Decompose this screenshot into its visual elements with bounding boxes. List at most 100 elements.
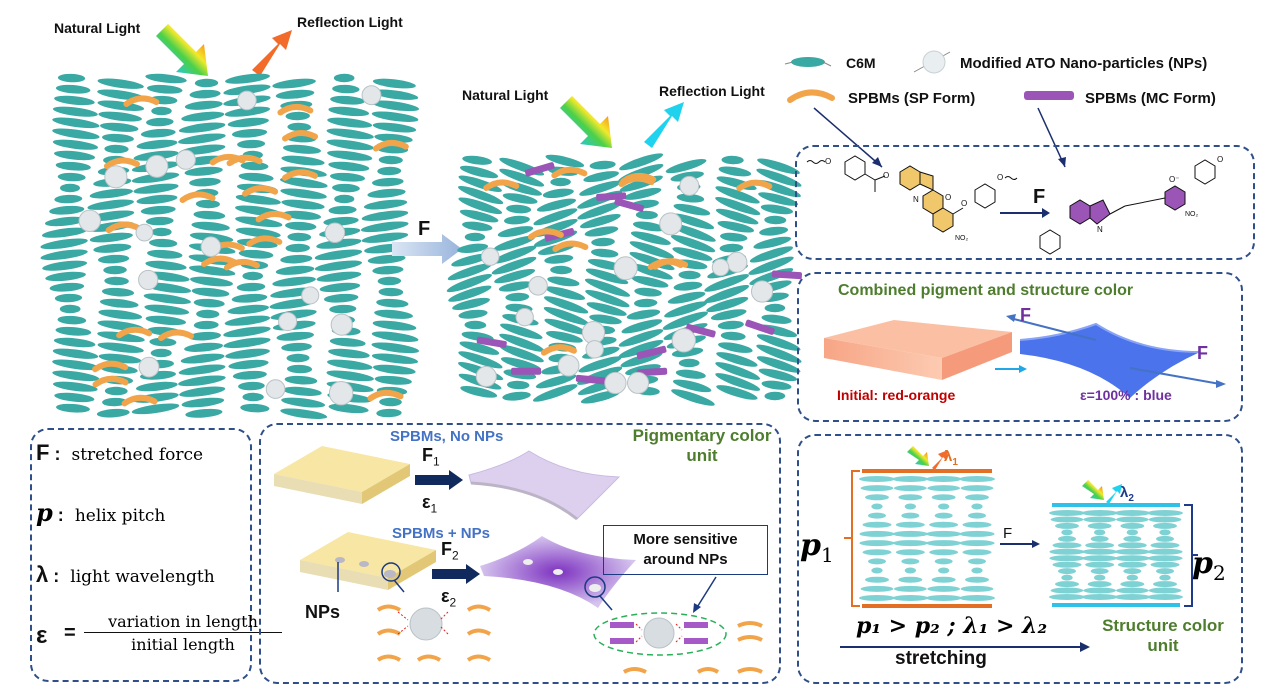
liquid-crystal-mesogen (871, 503, 883, 510)
c6m-mesogen (98, 309, 143, 320)
f2-label: F2 (441, 539, 459, 563)
callout-line1: More sensitive (633, 531, 738, 548)
c6m-mesogen (238, 172, 274, 182)
liquid-crystal-mesogen (1150, 542, 1180, 549)
liquid-crystal-mesogen (859, 476, 895, 482)
liquid-crystal-mesogen (868, 512, 886, 519)
c6m-mesogen (544, 296, 589, 314)
liquid-crystal-mesogen (1123, 568, 1142, 575)
callout-box: More sensitive around NPs (603, 525, 768, 575)
c6m-mesogen (54, 150, 96, 161)
liquid-crystal-mesogen (1081, 510, 1118, 516)
c6m-mesogen (719, 243, 744, 253)
c6m-mesogen (545, 154, 585, 168)
c6m-mesogen (459, 165, 499, 179)
liquid-crystal-mesogen (1058, 568, 1076, 575)
c6m-mesogen (328, 348, 370, 359)
natural-light-arrow-icon (907, 446, 929, 466)
c6m-mesogen (748, 256, 794, 275)
liquid-crystal-mesogen (937, 567, 950, 574)
c6m-mesogen (191, 287, 230, 297)
e2-label: ε2 (441, 586, 456, 610)
liquid-crystal-mesogen (901, 512, 920, 519)
liquid-crystal-mesogen (1050, 587, 1084, 594)
cholesteric-layers (844, 446, 1198, 608)
p1-label: p1 (800, 528, 834, 567)
c6m-mesogen (329, 304, 357, 314)
c6m-mesogen (578, 356, 622, 373)
c6m-mesogen (327, 117, 373, 128)
liquid-crystal-mesogen (1083, 587, 1117, 594)
c6m-mesogen (224, 106, 271, 117)
c6m-mesogen (178, 375, 226, 387)
c6m-mesogen (756, 356, 801, 373)
liquid-crystal-mesogen (937, 503, 950, 510)
c6m-mesogen (188, 331, 221, 341)
sub: 2 (452, 548, 459, 563)
c6m-mesogen (675, 369, 706, 379)
nanoparticle (361, 85, 382, 106)
c6m-mesogen (715, 186, 760, 204)
thick-arrow-icon-1 (415, 470, 463, 490)
liquid-crystal-mesogen (1090, 568, 1109, 575)
c6m-mesogen (721, 155, 744, 165)
definitions-panel (30, 428, 252, 682)
c6m-mesogen (146, 117, 174, 127)
c6m-mesogen (361, 210, 409, 221)
spbm-mc-rod (476, 336, 507, 348)
liquid-crystal-mesogen (893, 485, 927, 492)
liquid-crystal-mesogen (926, 540, 962, 547)
c6m-mesogen (533, 208, 578, 226)
liquid-crystal-mesogen (895, 549, 925, 556)
liquid-crystal-mesogen (1126, 574, 1139, 581)
c6m-mesogen (281, 155, 325, 166)
c6m-mesogen (507, 380, 530, 390)
svg-text:O: O (961, 199, 967, 208)
combined-panel-title: Combined pigment and structure color (838, 282, 1134, 299)
c6m-mesogen (585, 289, 630, 308)
c6m-mesogen (93, 243, 132, 253)
force-label-left: F (1020, 305, 1031, 325)
c6m-mesogen (285, 243, 310, 253)
c6m-mesogen (499, 344, 544, 363)
c6m-mesogen (103, 265, 127, 275)
c6m-mesogen (286, 364, 313, 374)
nanoparticle (104, 165, 128, 189)
c6m-mesogen (276, 331, 314, 341)
c6m-mesogen (232, 370, 267, 380)
c6m-mesogen (319, 282, 361, 293)
c6m-mesogen (227, 304, 269, 315)
c6m-mesogen (491, 245, 537, 264)
c6m-mesogen (716, 385, 758, 400)
c6m-mesogen (181, 111, 225, 122)
liquid-crystal-mesogen (1148, 516, 1182, 523)
sub: 2 (1128, 493, 1134, 504)
c6m-mesogen (275, 265, 315, 275)
c6m-mesogen (102, 397, 128, 407)
c6m-mesogen (140, 205, 176, 215)
liquid-crystal-mesogen (1049, 594, 1085, 600)
c6m-mesogen (367, 188, 406, 198)
c6m-mesogen (665, 159, 707, 174)
c6m-mesogen (544, 318, 588, 335)
pigment-unit-title: Pigmentary color unit (632, 426, 772, 466)
c6m-mesogen (756, 344, 802, 363)
c6m-mesogen (280, 177, 328, 189)
chemistry-panel (795, 145, 1255, 260)
c6m-mesogen (223, 84, 271, 96)
natural-light-label-left: Natural Light (54, 20, 141, 36)
f: F (422, 445, 433, 465)
c6m-mesogen (371, 342, 420, 354)
liquid-crystal-mesogen (862, 549, 892, 556)
liquid-crystal-mesogen (892, 530, 928, 537)
c6m-mesogen (281, 397, 326, 408)
liquid-crystal-mesogen (895, 521, 925, 528)
e1-label: ε1 (422, 492, 437, 516)
chemistry-arrow-label: F (1033, 186, 1046, 208)
c6m-mesogen (225, 73, 270, 84)
c6m-mesogen (285, 221, 317, 231)
c6m-mesogen (671, 213, 715, 230)
liquid-crystal-mesogen (868, 558, 886, 565)
purple-film-stretched (468, 450, 621, 521)
c6m-mesogen (718, 166, 752, 177)
